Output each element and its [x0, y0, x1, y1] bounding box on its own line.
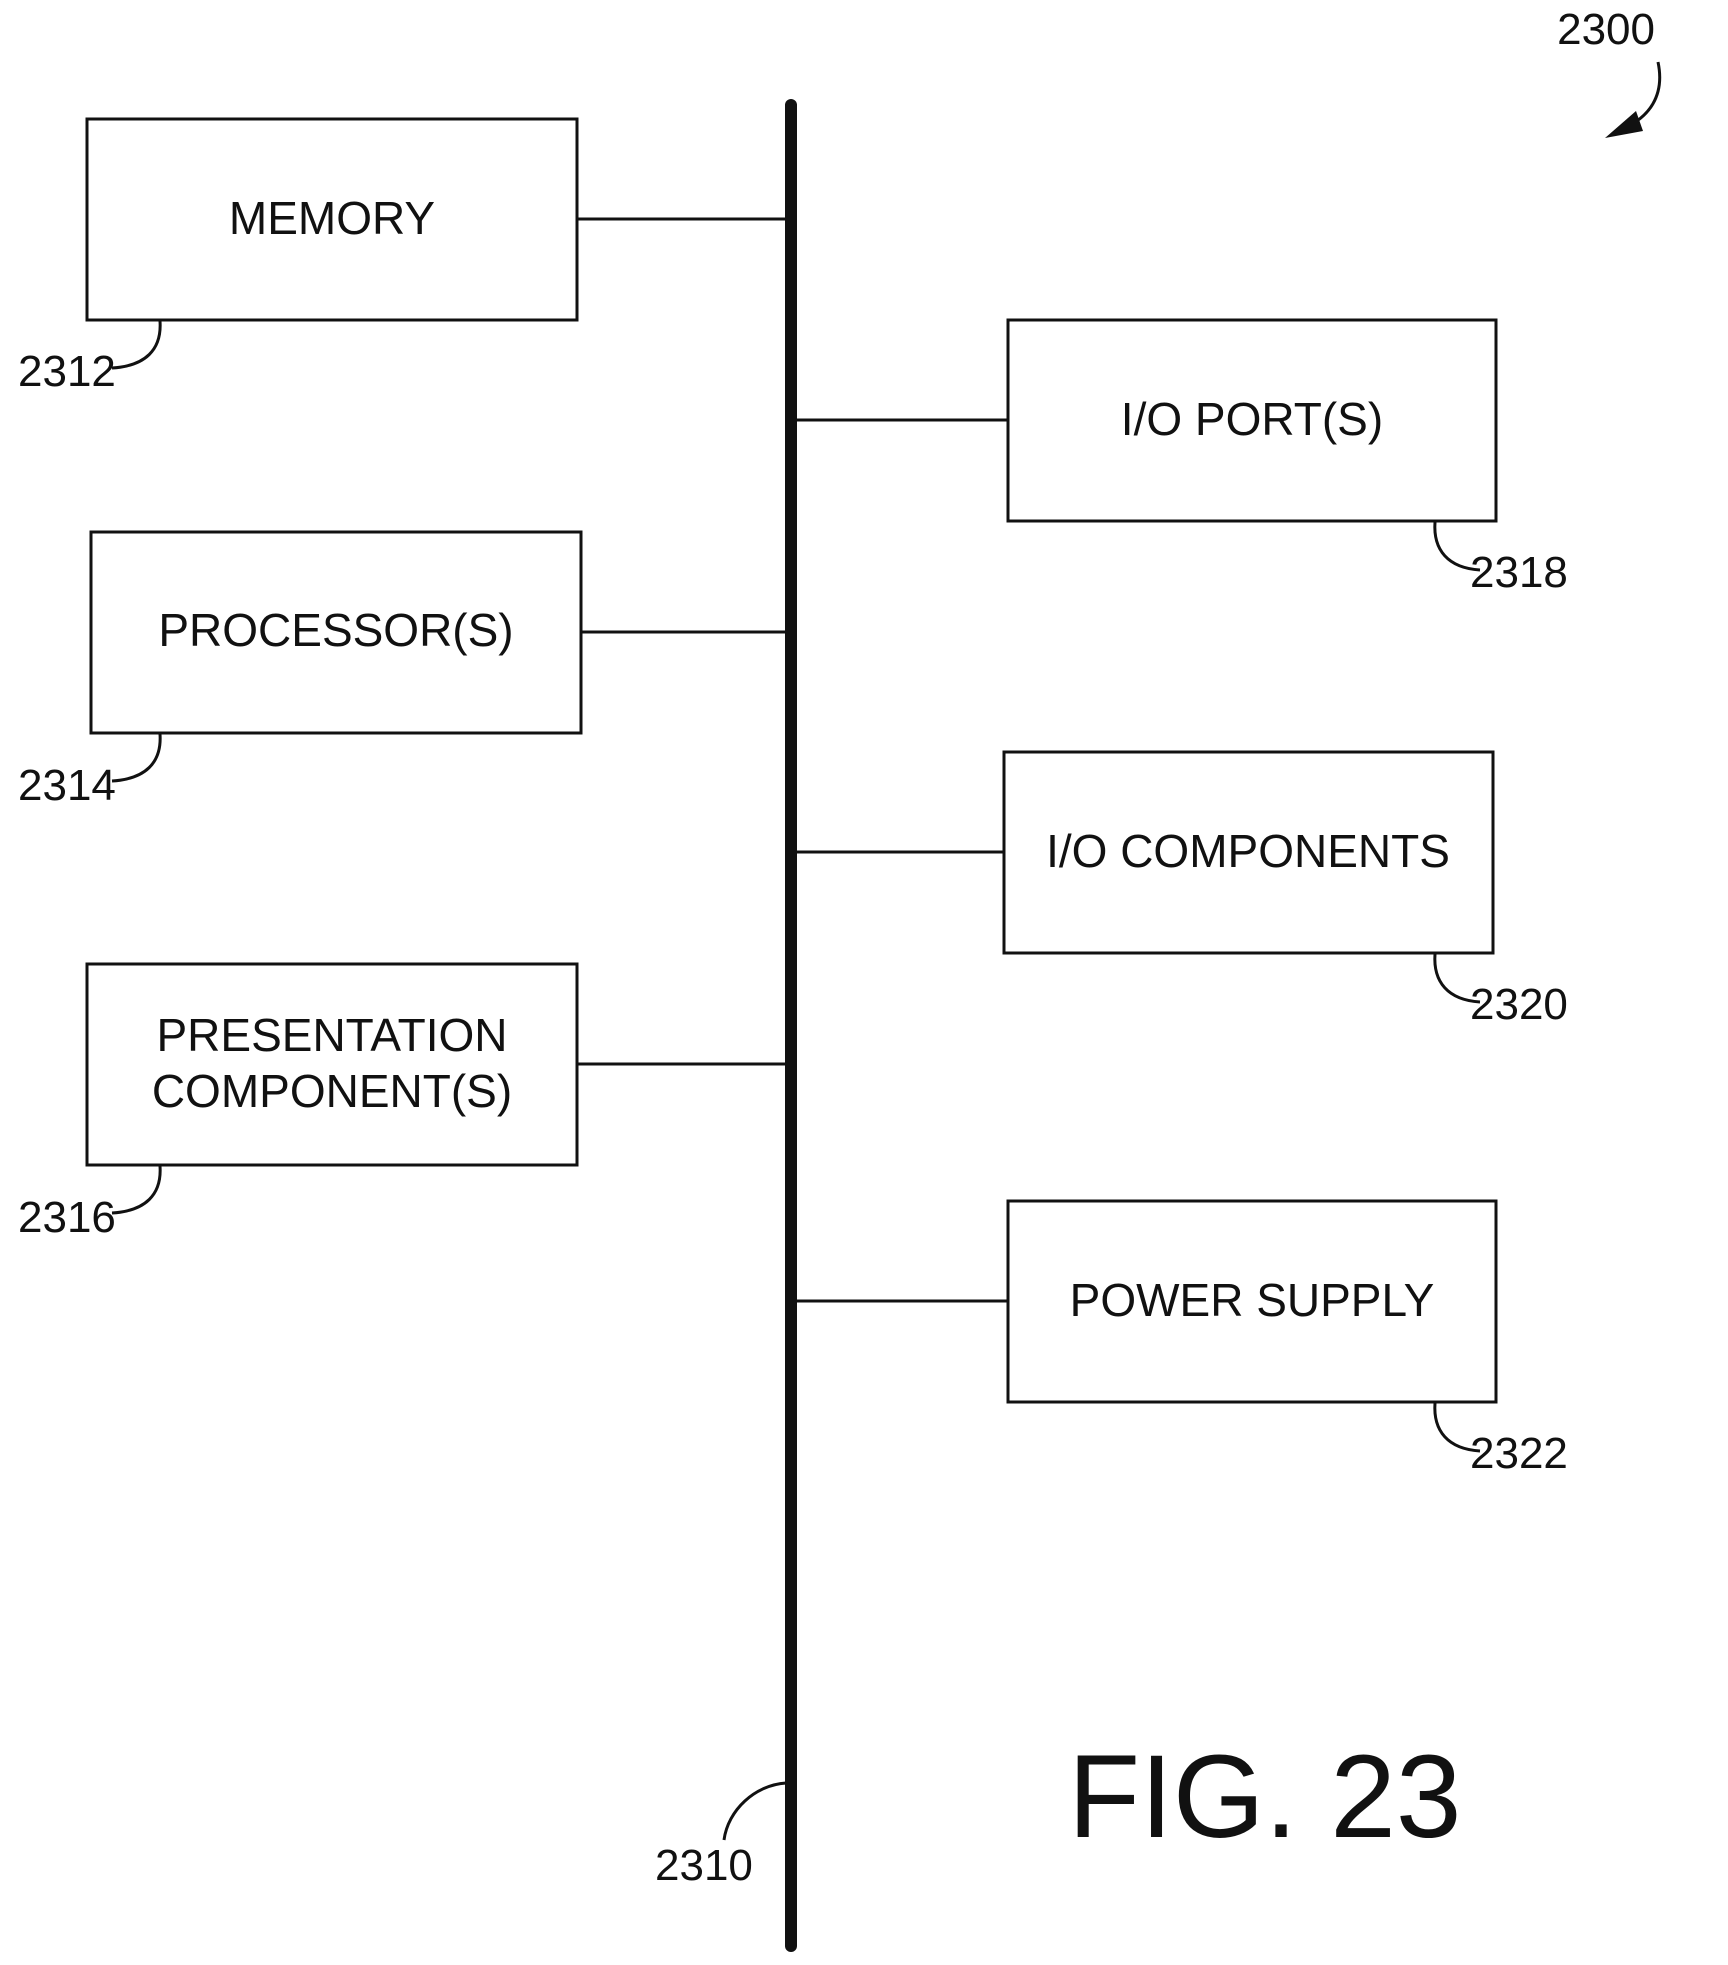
processors-ref-label: 2314 — [18, 761, 116, 810]
system-ref-arrowhead — [1605, 111, 1643, 138]
presentation-components-block: PRESENTATION COMPONENT(S) — [87, 964, 577, 1165]
io-ports-ref-label: 2318 — [1470, 548, 1568, 597]
memory-block: MEMORY — [87, 119, 577, 320]
presentation-components-label-line-2: COMPONENT(S) — [152, 1065, 512, 1117]
power-supply-block: POWER SUPPLY — [1008, 1201, 1496, 1402]
presentation-components-ref-leader — [112, 1166, 160, 1213]
io-ports-label: I/O PORT(S) — [1121, 393, 1383, 445]
io-components-block: I/O COMPONENTS — [1004, 752, 1493, 953]
bus-ref-leader — [724, 1783, 786, 1840]
io-components-ref-label: 2320 — [1470, 980, 1568, 1029]
io-ports-block: I/O PORT(S) — [1008, 320, 1496, 521]
system-ref-label: 2300 — [1557, 5, 1655, 54]
processors-block: PROCESSOR(S) — [91, 532, 581, 733]
processors-label: PROCESSOR(S) — [158, 604, 513, 656]
bus-ref-label: 2310 — [655, 1841, 753, 1890]
figure-label: FIG. 23 — [1068, 1731, 1461, 1863]
power-supply-label: POWER SUPPLY — [1070, 1274, 1435, 1326]
processors-ref-leader — [112, 734, 160, 781]
memory-label: MEMORY — [229, 192, 435, 244]
memory-ref-label: 2312 — [18, 347, 116, 396]
io-components-label: I/O COMPONENTS — [1046, 825, 1450, 877]
presentation-components-label-line-1: PRESENTATION — [157, 1009, 508, 1061]
memory-ref-leader — [112, 321, 160, 368]
presentation-components-ref-label: 2316 — [18, 1193, 116, 1242]
power-supply-ref-label: 2322 — [1470, 1429, 1568, 1478]
